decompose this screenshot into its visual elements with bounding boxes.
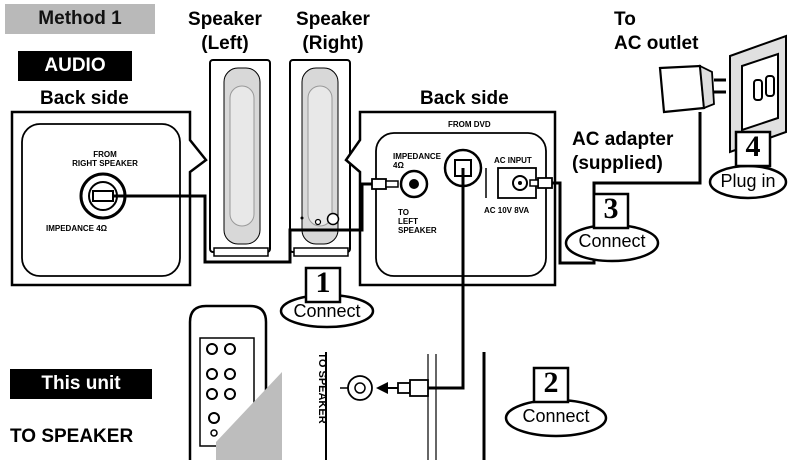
- to-speaker-label: TO SPEAKER: [10, 426, 134, 447]
- audio-label: AUDIO: [18, 51, 132, 81]
- step-1-number: 1: [315, 266, 331, 299]
- unit-side-panel: [188, 304, 282, 460]
- ac-input-label: AC INPUT: [494, 156, 532, 165]
- step-3-number: 3: [603, 192, 619, 225]
- unit-plug-icon: [397, 382, 411, 394]
- step-1-label: Connect: [293, 301, 361, 321]
- right-speaker-back-panel: [344, 110, 557, 287]
- ac-adapter-icon: [658, 64, 726, 114]
- unit-jack-detail: [325, 352, 486, 460]
- step-2-badge: [504, 366, 608, 438]
- to-left-speaker-label: TO LEFT SPEAKER: [398, 208, 437, 235]
- step-4-label: Plug in: [720, 171, 776, 191]
- method-label: Method 1: [5, 4, 155, 34]
- back-side-left-label: Back side: [40, 88, 129, 109]
- step-2-label: Connect: [522, 406, 590, 426]
- step-4-number: 4: [745, 130, 761, 163]
- ac-outlet-label: To AC outlet: [614, 9, 699, 54]
- left-speaker-back-panel: [10, 110, 208, 287]
- speaker-left: [209, 59, 271, 257]
- from-dvd-label: FROM DVD: [448, 120, 491, 129]
- speaker-right: [289, 59, 351, 257]
- speaker-right-label: Speaker (Right): [296, 9, 370, 54]
- step-3-label: Connect: [578, 231, 646, 251]
- wall-outlet-icon: [729, 34, 787, 154]
- step-3-badge: [564, 192, 660, 263]
- left-impedance-label: IMPEDANCE 4Ω: [46, 224, 108, 233]
- speaker-left-label: Speaker (Left): [188, 9, 262, 54]
- step-4-badge: [708, 130, 788, 200]
- ac-adapter-label: AC adapter (supplied): [572, 129, 674, 174]
- step-2-number: 2: [543, 366, 559, 399]
- right-impedance-label: IMPEDANCE 4Ω: [393, 152, 442, 170]
- back-side-right-label: Back side: [420, 88, 509, 109]
- unit-to-speaker-label: TO SPEAKER: [316, 352, 328, 424]
- ac-plug-icon: [529, 177, 553, 189]
- this-unit-label: This unit: [10, 369, 152, 399]
- ac-adapter-cable: [552, 112, 702, 265]
- volume-knob-icon: [326, 212, 340, 226]
- ac-rating-label: AC 10V 8VA: [484, 206, 530, 215]
- step-1-badge: [279, 266, 375, 329]
- from-right-speaker-label: FROM RIGHT SPEAKER: [72, 150, 138, 168]
- speaker-plug-icon: [371, 178, 399, 190]
- insert-arrow-icon: [376, 382, 388, 394]
- speaker-cable: [113, 182, 378, 264]
- dvd-cable: [425, 168, 465, 390]
